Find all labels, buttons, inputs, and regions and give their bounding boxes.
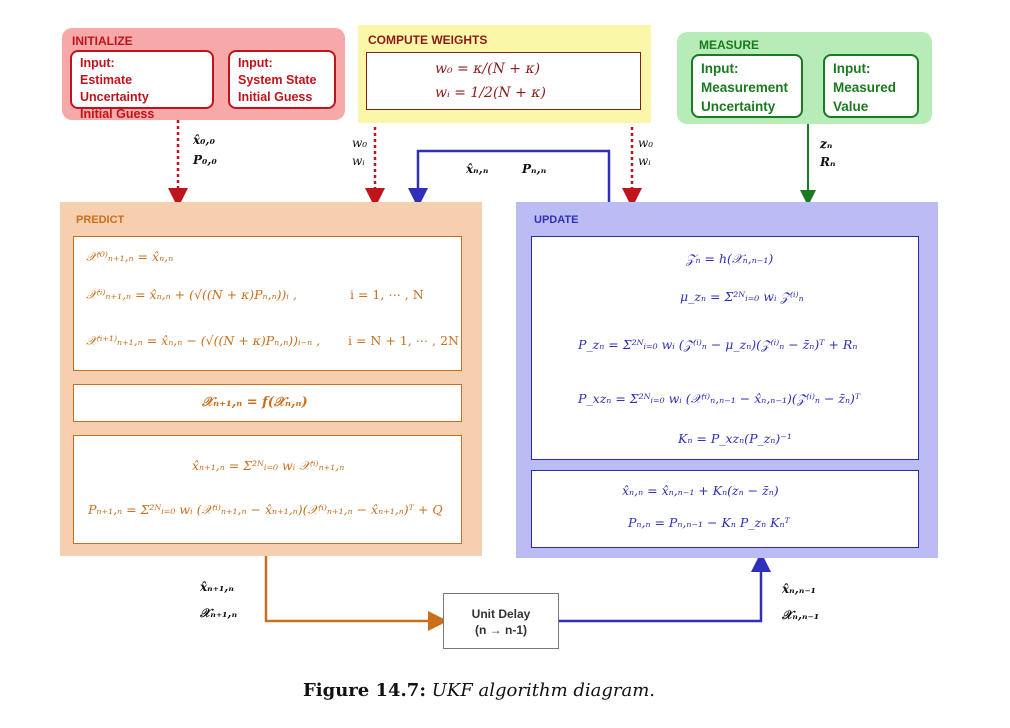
predict-mean-cov-box: x̂ₙ₊₁,ₙ = Σ²ᴺᵢ₌₀ wᵢ 𝒳⁽ⁱ⁾ₙ₊₁,ₙ Pₙ₊₁,ₙ = Σ… <box>73 435 462 544</box>
measure-out-z-label: zₙ <box>820 137 833 151</box>
feedback-p-label: Pₙ,ₙ <box>522 162 547 176</box>
init-box1-line2: Estimate Uncertainty <box>80 73 149 104</box>
sigma-points-box: 𝒳⁽⁰⁾ₙ₊₁,ₙ = x̂ₙ,ₙ 𝒳⁽ⁱ⁾ₙ₊₁,ₙ = x̂ₙ,ₙ + (√… <box>73 236 462 371</box>
weights-right-wi: wᵢ <box>638 154 651 168</box>
unit-delay-box: Unit Delay (n → n-1) <box>443 593 559 649</box>
init-out-x-label: x̂₀,₀ <box>193 133 215 147</box>
measurement-uncertainty-input-box: Input: Measurement Uncertainty <box>691 54 803 118</box>
measure-box1-line1: Input: <box>701 61 739 76</box>
system-state-input-box: Input: System State Initial Guess <box>228 50 336 109</box>
cross-covariance-equation: P_xzₙ = Σ²ᴺᵢ₌₀ wᵢ (𝒳⁽ⁱ⁾ₙ,ₙ₋₁ − x̂ₙ,ₙ₋₁)(… <box>578 391 861 406</box>
feedback-arrow <box>408 149 611 208</box>
unit-delay-label: Unit Delay <box>471 607 531 621</box>
unit-delay-sublabel: (n → n-1) <box>475 623 527 637</box>
weights-right-w0: w₀ <box>638 136 654 150</box>
predict-panel: PREDICT 𝒳⁽⁰⁾ₙ₊₁,ₙ = x̂ₙ,ₙ 𝒳⁽ⁱ⁾ₙ₊₁,ₙ = x̂… <box>60 202 482 556</box>
w0-equation: w₀ = κ/(N + κ) <box>435 61 541 77</box>
predicted-covariance-equation: Pₙ₊₁,ₙ = Σ²ᴺᵢ₌₀ wᵢ (𝒳⁽ⁱ⁾ₙ₊₁,ₙ − x̂ₙ₊₁,ₙ)… <box>88 502 443 517</box>
caption-text: UKF algorithm diagram. <box>431 680 656 701</box>
update-panel: UPDATE 𝒵ₙ = h(𝒳ₙ,ₙ₋₁) μ_zₙ = Σ²ᴺᵢ₌₀ wᵢ 𝒵… <box>516 202 938 558</box>
predict-out-x-label: x̂ₙ₊₁,ₙ <box>200 580 234 594</box>
measure-box2-line1: Input: <box>833 61 871 76</box>
compute-weights-title: COMPUTE WEIGHTS <box>368 33 488 47</box>
init-box2-line2: System State <box>238 73 317 87</box>
measure-title: MEASURE <box>699 38 760 52</box>
weights-left-w0: w₀ <box>352 136 368 150</box>
predict-to-delay-arrow <box>264 556 448 631</box>
measure-box2-line3: Value <box>833 99 869 114</box>
update-title: UPDATE <box>534 214 579 226</box>
wi-equation: wᵢ = 1/2(N + κ) <box>435 85 546 101</box>
compute-weights-panel: COMPUTE WEIGHTS w₀ = κ/(N + κ) wᵢ = 1/2(… <box>358 25 651 123</box>
measure-box1-line3: Uncertainty <box>701 99 776 114</box>
update-state-box: x̂ₙ,ₙ = x̂ₙ,ₙ₋₁ + Kₙ(zₙ − z̄ₙ) Pₙ,ₙ = Pₙ… <box>531 470 919 548</box>
measurement-covariance-equation: P_zₙ = Σ²ᴺᵢ₌₀ wᵢ (𝒵⁽ⁱ⁾ₙ − μ_zₙ)(𝒵⁽ⁱ⁾ₙ − … <box>578 337 858 352</box>
sigma-point-i1-equation: 𝒳⁽ⁱ⁺¹⁾ₙ₊₁,ₙ = x̂ₙ,ₙ − (√((N + κ)Pₙ,ₙ))ᵢ₋… <box>86 333 321 348</box>
measure-box2-line2: Measured <box>833 80 897 95</box>
update-in-sigma-label: 𝒳ₙ,ₙ₋₁ <box>782 608 820 622</box>
weights-left-wi: wᵢ <box>352 154 365 168</box>
feedback-x-label: x̂ₙ,ₙ <box>466 162 489 176</box>
measure-box1-line2: Measurement <box>701 80 789 95</box>
estimate-uncertainty-input-box: Input: Estimate Uncertainty Initial Gues… <box>70 50 214 121</box>
measured-value-input-box: Input: Measured Value <box>823 54 919 118</box>
update-stats-box: 𝒵ₙ = h(𝒳ₙ,ₙ₋₁) μ_zₙ = Σ²ᴺᵢ₌₀ wᵢ 𝒵⁽ⁱ⁾ₙ P_… <box>531 236 919 460</box>
predicted-mean-equation: x̂ₙ₊₁,ₙ = Σ²ᴺᵢ₌₀ wᵢ 𝒳⁽ⁱ⁾ₙ₊₁,ₙ <box>192 458 345 473</box>
weights-equation-box: w₀ = κ/(N + κ) wᵢ = 1/2(N + κ) <box>366 52 641 110</box>
sigma-point-i1-range: i = N + 1, ⋯ , 2N <box>348 333 459 348</box>
measure-out-r-label: Rₙ <box>820 155 836 169</box>
sigma-point-0-equation: 𝒳⁽⁰⁾ₙ₊₁,ₙ = x̂ₙ,ₙ <box>86 249 174 264</box>
sigma-point-i-range: i = 1, ⋯ , N <box>350 287 424 302</box>
initialize-title: INITIALIZE <box>72 34 133 48</box>
measure-panel: MEASURE Input: Measurement Uncertainty I… <box>677 32 932 124</box>
measurement-mean-equation: μ_zₙ = Σ²ᴺᵢ₌₀ wᵢ 𝒵⁽ⁱ⁾ₙ <box>680 289 804 304</box>
sigma-point-i-equation: 𝒳⁽ⁱ⁾ₙ₊₁,ₙ = x̂ₙ,ₙ + (√((N + κ)Pₙ,ₙ))ᵢ , <box>86 287 297 302</box>
init-box2-line3: Initial Guess <box>238 90 313 104</box>
covariance-update-equation: Pₙ,ₙ = Pₙ,ₙ₋₁ − Kₙ P_zₙ Kₙᵀ <box>628 515 790 530</box>
kalman-gain-equation: Kₙ = P_xzₙ(P_zₙ)⁻¹ <box>678 431 792 446</box>
propagate-equation: 𝒳ₙ₊₁,ₙ = f(𝒳ₙ,ₙ) <box>202 395 308 410</box>
update-in-x-label: x̂ₙ,ₙ₋₁ <box>782 582 816 596</box>
predict-title: PREDICT <box>76 214 125 226</box>
measurement-sigma-equation: 𝒵ₙ = h(𝒳ₙ,ₙ₋₁) <box>686 251 774 266</box>
state-update-equation: x̂ₙ,ₙ = x̂ₙ,ₙ₋₁ + Kₙ(zₙ − z̄ₙ) <box>622 483 779 498</box>
init-box2-line1: Input: <box>238 56 273 70</box>
figure-caption: Figure 14.7: UKF algorithm diagram. <box>303 680 655 701</box>
predict-out-sigma-label: 𝒳ₙ₊₁,ₙ <box>200 606 238 620</box>
init-box1-line3: Initial Guess <box>80 107 155 121</box>
propagate-box: 𝒳ₙ₊₁,ₙ = f(𝒳ₙ,ₙ) <box>73 384 462 422</box>
init-box1-line1: Input: <box>80 56 115 70</box>
init-out-p-label: P₀,₀ <box>193 153 217 167</box>
initialize-panel: INITIALIZE Input: Estimate Uncertainty I… <box>62 28 345 121</box>
caption-label: Figure 14.7: <box>303 680 426 701</box>
delay-to-update-arrow <box>559 552 771 623</box>
